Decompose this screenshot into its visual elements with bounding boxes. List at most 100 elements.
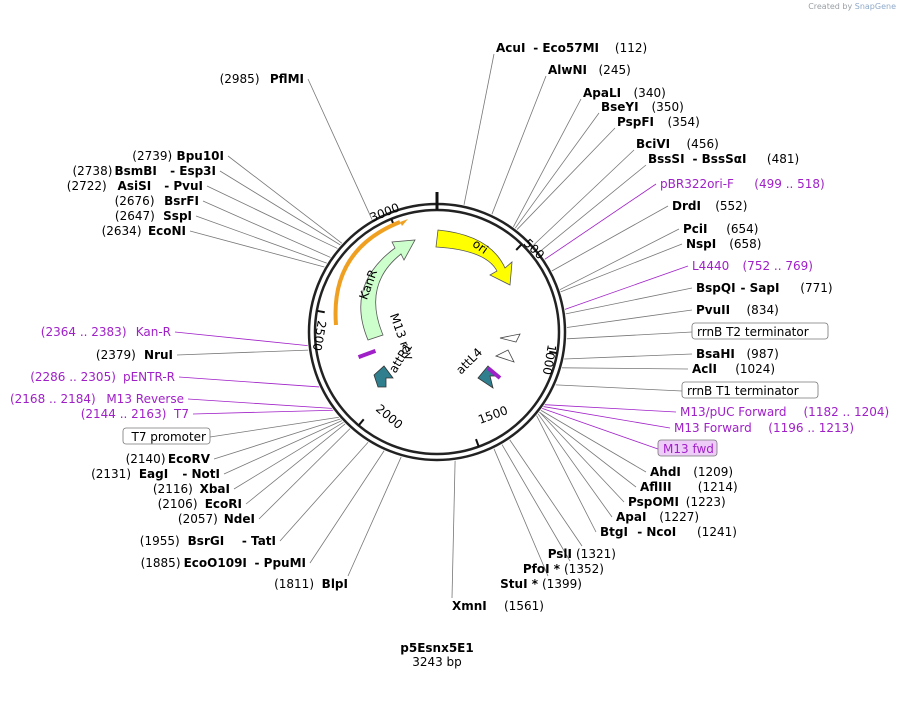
tick-mark: [475, 438, 480, 447]
leader-line: [174, 331, 308, 346]
leader-line: [540, 409, 647, 473]
feature-box: [691, 322, 829, 340]
plasmid-length: 3243 bp: [412, 655, 462, 669]
label-pos: (1196 .. 1213): [768, 421, 854, 435]
enzyme-pos: (456): [687, 137, 719, 151]
enzyme-bspqi: BspQI: [696, 281, 736, 295]
enzyme-btgi: BtgI: [600, 525, 628, 539]
enzyme-pos: (1955): [140, 534, 180, 548]
tick-mark: [357, 418, 365, 427]
enzyme-pvuii: PvuII: [696, 303, 730, 317]
leader-line: [219, 170, 341, 246]
leader-line: [463, 53, 495, 205]
leader-line: [501, 444, 571, 562]
enzyme-pos: (350): [652, 100, 684, 114]
enzyme-sspi: SspI: [163, 209, 192, 223]
enzyme-pos: (112): [615, 41, 647, 55]
leader-line: [258, 428, 351, 520]
leader-line: [223, 420, 343, 475]
leader-line: [347, 456, 402, 577]
enzyme-pos: (1352): [564, 562, 604, 576]
leader-line: [555, 384, 683, 392]
leader-line: [202, 200, 331, 258]
tick-mark: [316, 309, 325, 314]
leader-line: [566, 309, 693, 328]
orange-feature-head: [400, 219, 408, 226]
tick-label-1500: 1500: [476, 403, 509, 427]
label-pos: (2739): [132, 149, 172, 163]
enzyme-xbai: XbaI: [200, 482, 230, 496]
m13-fwd-feature: [486, 366, 502, 380]
enzyme-pcii: PciI: [683, 222, 708, 236]
tick-label-2000: 2000: [373, 402, 405, 432]
tick-label-2500: 2500: [310, 319, 329, 352]
leader-line: [178, 376, 320, 388]
m13-rev-feature: [357, 349, 377, 359]
enzyme-bsssi: BssSI: [648, 152, 685, 166]
feature-box: [122, 427, 211, 445]
enzyme-acui: AcuI: [496, 41, 525, 55]
enzyme-pos: (1561): [504, 599, 544, 613]
attr1-feature: [373, 365, 394, 388]
enzyme-asisi: AsiSI: [118, 179, 152, 193]
label-pos: (2144 .. 2163): [81, 407, 167, 421]
snapgene-logo: SnapGene: [854, 2, 896, 11]
enzyme-ecori: EcoRI: [205, 497, 242, 511]
enzyme-pos: (1885): [141, 556, 181, 570]
enzyme-pos: (2738): [72, 164, 112, 178]
enzyme-pspomi: PspOMI: [628, 495, 679, 509]
enzyme-ndei: NdeI: [224, 512, 255, 526]
enzyme-bsrgi: BsrGI: [188, 534, 225, 548]
primer-l4440: L4440: [692, 259, 729, 273]
enzyme-xmni: XmnI: [452, 599, 487, 613]
enzyme-bpu10i: Bpu10I: [177, 149, 224, 163]
enzyme-pos: (1811): [274, 577, 314, 591]
enzyme-bcivi: BciVI: [636, 137, 670, 151]
label-pos: (1209): [693, 465, 733, 479]
label-pos: (499 .. 518): [754, 177, 824, 191]
primer-m13-reverse: M13 Reverse: [106, 392, 184, 406]
leader-line: [559, 228, 680, 291]
enzyme-bsmbi: BsmBI: [114, 164, 156, 178]
enzyme-afliii: AflIII: [640, 480, 672, 494]
enzyme-apai: ApaI: [616, 510, 646, 524]
primer-m13-puc-forward: M13/pUC Forward: [680, 405, 787, 419]
primer-pbr322ori-f: pBR322ori-F: [660, 177, 734, 191]
plasmid-name: p5Esnx5E1: [400, 641, 473, 655]
label-pos: (2116): [153, 482, 193, 496]
leader-line: [560, 243, 683, 293]
leader-line: [189, 230, 325, 268]
label-pos: (1241): [697, 525, 737, 539]
leader-line: [564, 353, 693, 360]
leader-line: [491, 75, 547, 215]
leader-line: [187, 398, 332, 409]
enzyme-esp3i: - Esp3I: [170, 164, 216, 178]
enzyme-econi: EcoNI: [148, 224, 186, 238]
enzyme-nspi: NspI: [686, 237, 716, 251]
label-pos: (752 .. 769): [743, 259, 813, 273]
leader-line: [233, 421, 344, 490]
enzyme-alwni: AlwNI: [548, 63, 587, 77]
leader-line: [176, 349, 309, 356]
leader-line: [565, 287, 693, 315]
leader-line: [213, 418, 341, 460]
label-pos: (1024): [735, 362, 775, 376]
label-pos: (771): [800, 281, 832, 295]
leader-line: [539, 164, 647, 253]
leader-line: [539, 411, 637, 488]
leader-line: [536, 415, 597, 533]
leader-line: [245, 423, 346, 505]
leader-line: [493, 448, 549, 577]
enzyme-noti: - NotI: [182, 467, 220, 481]
leader-line: [544, 404, 677, 413]
label-pos: (552): [715, 199, 747, 213]
label-pos: (834): [747, 303, 779, 317]
leader-line: [516, 127, 616, 230]
leader-line: [566, 331, 693, 340]
ori-feature: [435, 229, 513, 286]
orange-feature-arc: [333, 220, 401, 326]
label-pos: (658): [729, 237, 761, 251]
enzyme-ecorv: EcoRV: [168, 452, 211, 466]
enzyme-pos: (354): [668, 115, 700, 129]
label-rrnb-t2-terminator: rrnB T2 terminator: [697, 325, 809, 339]
